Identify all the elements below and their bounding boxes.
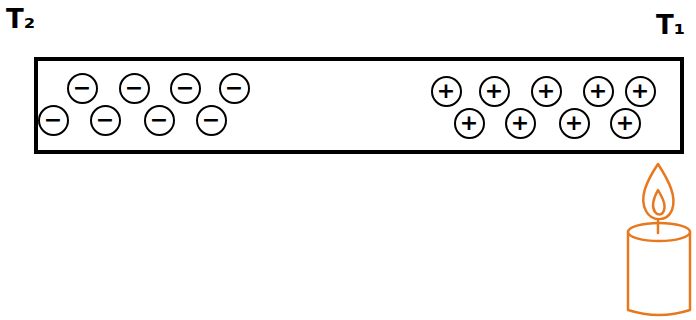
candle bbox=[628, 164, 690, 315]
charge-sign: + bbox=[589, 80, 607, 102]
temperature-label: T₁ bbox=[656, 12, 685, 38]
charge-sign: − bbox=[225, 77, 243, 99]
ion-circle: − bbox=[219, 73, 250, 104]
ion-circle: + bbox=[431, 76, 462, 107]
charge-sign: + bbox=[485, 80, 503, 102]
ion-circle: − bbox=[38, 105, 69, 136]
ion-circle: − bbox=[90, 105, 121, 136]
charge-sign: + bbox=[437, 80, 455, 102]
charge-sign: − bbox=[96, 109, 114, 131]
ion-circle: + bbox=[531, 76, 562, 107]
ion-circle: + bbox=[454, 108, 485, 139]
ion-circle: + bbox=[559, 108, 590, 139]
charge-sign: + bbox=[565, 112, 583, 134]
charge-sign: − bbox=[125, 77, 143, 99]
ion-circle: + bbox=[583, 76, 614, 107]
charge-sign: − bbox=[202, 109, 220, 131]
ion-circle: − bbox=[119, 73, 150, 104]
charge-sign: + bbox=[631, 80, 649, 102]
charge-sign: + bbox=[460, 112, 478, 134]
ion-circle: − bbox=[170, 73, 201, 104]
charge-sign: − bbox=[73, 77, 91, 99]
charge-sign: − bbox=[176, 77, 194, 99]
charge-sign: + bbox=[616, 112, 634, 134]
ion-circle: + bbox=[505, 108, 536, 139]
ion-circle: − bbox=[144, 105, 175, 136]
ion-circle: + bbox=[479, 76, 510, 107]
ion-circle: + bbox=[610, 108, 641, 139]
ion-circle: + bbox=[625, 76, 656, 107]
temperature-label: T₂ bbox=[6, 6, 35, 32]
charge-sign: + bbox=[537, 80, 555, 102]
metal-rod bbox=[36, 59, 682, 152]
charge-sign: − bbox=[150, 109, 168, 131]
charge-sign: + bbox=[511, 112, 529, 134]
ion-circle: − bbox=[196, 105, 227, 136]
charge-sign: − bbox=[44, 109, 62, 131]
ion-circle: − bbox=[67, 73, 98, 104]
